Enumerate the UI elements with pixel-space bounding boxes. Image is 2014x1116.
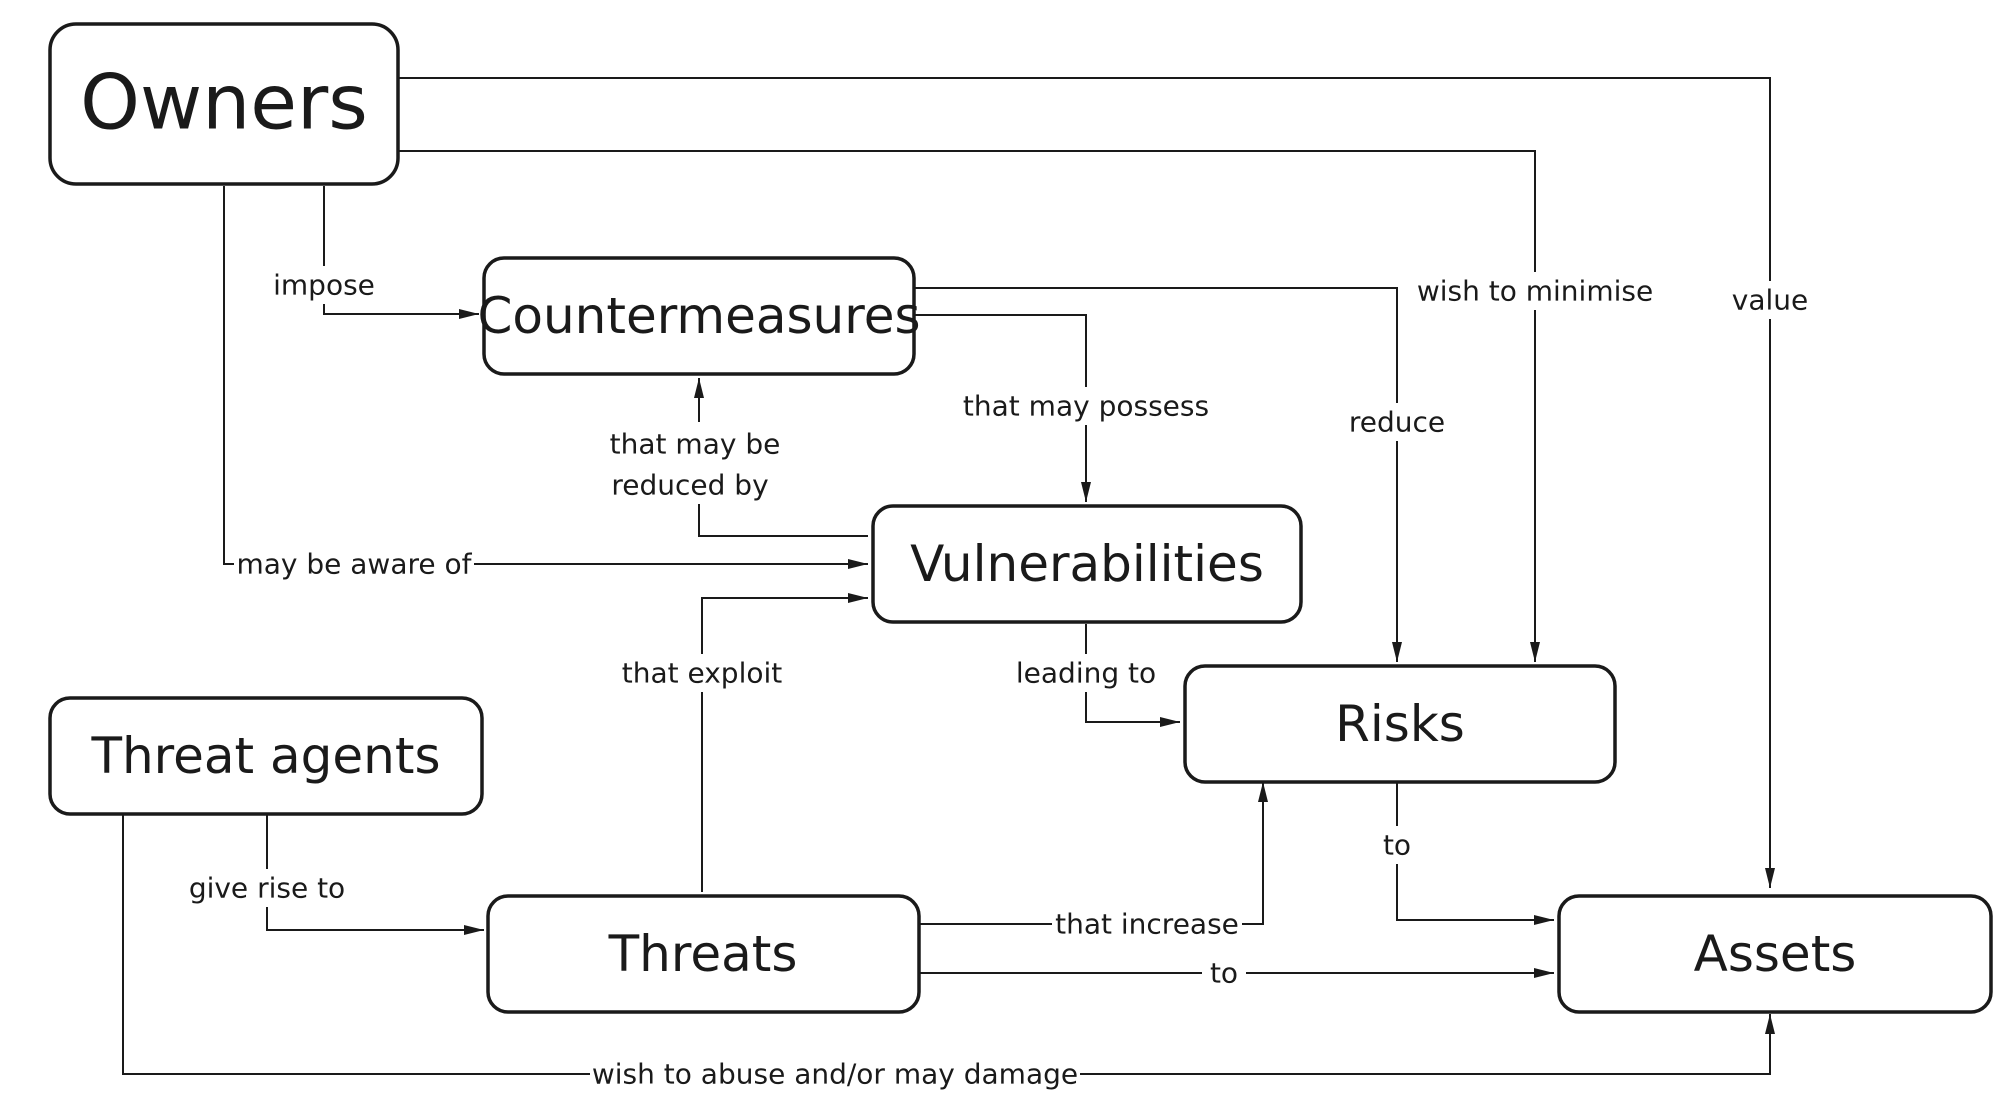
svg-text:wish to abuse and/or may damag: wish to abuse and/or may damage (592, 1058, 1078, 1091)
node-threats: Threats (486, 894, 921, 1014)
edge-owners-aware-of-vulnerabilities (223, 186, 868, 569)
svg-text:leading to: leading to (1016, 657, 1156, 690)
label-that-may-be-reduced-by: that may be reduced by (600, 422, 796, 504)
edge-owners-impose-countermeasures (323, 186, 479, 319)
label-that-increase: that increase (1052, 905, 1242, 943)
label-that-may-possess: that may possess (956, 387, 1216, 425)
svg-text:value: value (1732, 284, 1808, 317)
edge-threats-exploit-vulnerabilities (701, 593, 868, 892)
svg-text:reduced by: reduced by (611, 469, 768, 502)
svg-text:that increase: that increase (1055, 908, 1239, 941)
svg-text:that may be: that may be (610, 428, 781, 461)
svg-text:give rise to: give rise to (189, 872, 345, 905)
edge-threat-agents-give-rise-to-threats (266, 814, 484, 935)
svg-text:Threat agents: Threat agents (90, 727, 440, 785)
label-wish-to-abuse: wish to abuse and/or may damage (590, 1055, 1080, 1093)
node-countermeasures: Countermeasures (477, 256, 921, 376)
label-threats-to: to (1202, 954, 1246, 992)
svg-text:wish to minimise: wish to minimise (1417, 275, 1653, 308)
svg-text:Assets: Assets (1694, 925, 1857, 983)
svg-text:Threats: Threats (608, 925, 798, 983)
label-give-rise-to: give rise to (182, 869, 352, 907)
node-vulnerabilities: Vulnerabilities (871, 504, 1303, 624)
label-may-be-aware-of: may be aware of (234, 545, 474, 583)
edge-threats-increase-risks (920, 782, 1268, 925)
label-that-exploit: that exploit (612, 654, 792, 692)
label-wish-to-minimise: wish to minimise (1409, 272, 1661, 310)
label-impose: impose (262, 266, 386, 304)
edge-threat-agents-abuse-assets (122, 814, 1775, 1075)
svg-text:impose: impose (273, 269, 375, 302)
node-owners: Owners (48, 22, 400, 186)
svg-text:to: to (1383, 829, 1411, 862)
svg-text:may be aware of: may be aware of (236, 548, 472, 581)
svg-text:reduce: reduce (1349, 406, 1445, 439)
label-reduce: reduce (1337, 403, 1457, 441)
svg-text:Vulnerabilities: Vulnerabilities (910, 535, 1264, 593)
label-leading-to: leading to (1005, 654, 1167, 692)
svg-text:Owners: Owners (80, 58, 368, 147)
edge-countermeasures-reduce-risks (915, 287, 1402, 662)
node-threat-agents: Threat agents (48, 696, 484, 816)
edge-risks-to-assets (1396, 782, 1554, 925)
edge-owners-value-assets (398, 77, 1775, 888)
label-value: value (1722, 281, 1818, 319)
edge-countermeasures-possess-vulnerabilities (915, 314, 1091, 502)
label-risks-to: to (1375, 826, 1419, 864)
node-risks: Risks (1183, 664, 1617, 784)
svg-text:to: to (1210, 957, 1238, 990)
svg-text:that may possess: that may possess (963, 390, 1209, 423)
svg-text:Countermeasures: Countermeasures (477, 287, 920, 345)
svg-text:that exploit: that exploit (622, 657, 783, 690)
node-assets: Assets (1557, 894, 1993, 1014)
edge-owners-wish-to-minimise-risks (398, 150, 1540, 662)
svg-text:Risks: Risks (1335, 695, 1465, 753)
